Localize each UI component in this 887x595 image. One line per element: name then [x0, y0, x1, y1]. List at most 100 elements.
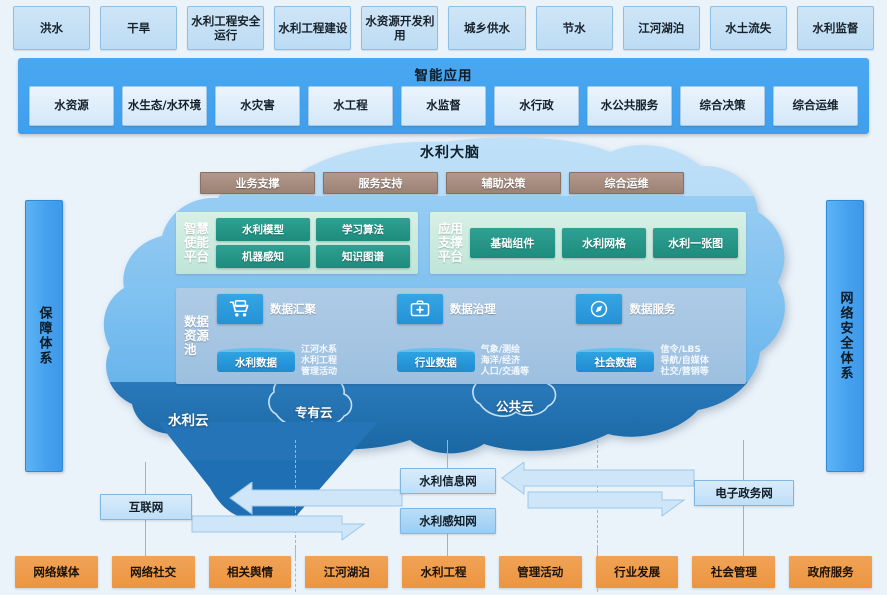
- data-pool-sub-line: 社交/营销等: [660, 367, 709, 378]
- app-support-label-line: 平台: [437, 249, 463, 264]
- app-support-platform-items: 基础组件 水利网格 水利一张图: [470, 228, 739, 258]
- data-pool-sub-list: 江河水系 水利工程 管理活动: [301, 345, 337, 378]
- network-box-water-sensing[interactable]: 水利感知网: [400, 508, 496, 534]
- compass-icon: [576, 294, 623, 324]
- support-chip[interactable]: 综合运维: [569, 172, 684, 194]
- cylinder-label: 水利数据: [235, 356, 278, 369]
- data-cylinder: 社会数据: [576, 348, 655, 375]
- smart-application-items: 水资源 水生态/水环境 水灾害 水工程 水监督 水行政 水公共服务 综合决策 综…: [25, 86, 862, 126]
- app-support-chip[interactable]: 基础组件: [470, 228, 555, 258]
- sidebar-guarantee-label: 保障体系: [36, 306, 52, 366]
- bottom-chip[interactable]: 行业发展: [595, 556, 679, 588]
- data-cylinder: 行业数据: [396, 348, 475, 375]
- enable-platform-label-line: 智慧: [184, 221, 210, 236]
- network-box-internet[interactable]: 互联网: [100, 494, 192, 520]
- support-chip[interactable]: 业务支撑: [200, 172, 315, 194]
- brain-support-bar: 业务支撑 服务支持 辅助决策 综合运维: [196, 172, 688, 194]
- bottom-chip[interactable]: 社会管理: [692, 556, 776, 588]
- enable-platform-chip[interactable]: 水利模型: [216, 218, 310, 241]
- smart-app-chip[interactable]: 水工程: [308, 86, 393, 126]
- data-pool-column-body: 社会数据 信令/LBS 导航/自媒体 社交/营销等: [576, 345, 738, 378]
- private-cloud-label: 专有云: [295, 405, 333, 420]
- smart-application-title: 智能应用: [414, 68, 473, 84]
- app-support-chip[interactable]: 水利网格: [561, 228, 647, 258]
- data-pool-sub-line: 管理活动: [301, 367, 338, 378]
- smart-app-chip[interactable]: 水生态/水环境: [122, 86, 207, 126]
- top-chip[interactable]: 水利工程建设: [274, 6, 352, 50]
- top-chip[interactable]: 节水: [535, 6, 613, 50]
- platform-band: 智慧 使能 平台 水利模型 学习算法 机器感知 知识图谱 应用 支撑 平台 基础…: [176, 212, 746, 274]
- data-pool-label-line: 数据: [184, 314, 210, 329]
- top-chip[interactable]: 水利工程安全运行: [187, 6, 265, 50]
- top-chip[interactable]: 城乡供水: [448, 6, 526, 50]
- bottom-chip[interactable]: 相关舆情: [208, 556, 292, 588]
- arrow-egov-bidirectional: [501, 462, 695, 517]
- data-pool-sub-list: 信令/LBS 导航/自媒体 社交/营销等: [660, 345, 708, 378]
- app-support-label-line: 支撑: [437, 235, 463, 250]
- medical-kit-icon: [396, 294, 443, 324]
- smart-app-chip[interactable]: 水灾害: [215, 86, 300, 126]
- data-pool-sub-list: 气象/测绘 海洋/经济 人口/交通等: [481, 345, 529, 378]
- connector-line-egov-down: [743, 504, 744, 558]
- sidebar-network-security-system[interactable]: 网络安全体系: [826, 200, 864, 472]
- sidebar-guarantee-system[interactable]: 保障体系: [25, 200, 63, 472]
- top-chip[interactable]: 干旱: [100, 6, 178, 50]
- enable-platform-chip[interactable]: 知识图谱: [316, 245, 410, 268]
- top-chip[interactable]: 江河湖泊: [622, 6, 700, 50]
- smart-app-chip[interactable]: 水监督: [401, 86, 486, 126]
- data-pool-column: 数据治理 行业数据 气象/测绘 海洋/经济 人口/交通等: [396, 294, 559, 378]
- connector-line-internet-up: [145, 462, 146, 495]
- smart-app-chip[interactable]: 水资源: [29, 86, 114, 126]
- enable-platform-panel: 智慧 使能 平台 水利模型 学习算法 机器感知 知识图谱: [176, 212, 418, 274]
- arrow-internet-bidirectional: [191, 482, 403, 541]
- enable-platform-label-line: 平台: [184, 249, 210, 264]
- smart-app-chip[interactable]: 水公共服务: [587, 86, 672, 126]
- top-chip[interactable]: 水土流失: [709, 6, 787, 50]
- bottom-chip[interactable]: 水利工程: [402, 556, 485, 588]
- app-support-chip[interactable]: 水利一张图: [653, 228, 739, 258]
- data-pool-sub-line: 气象/测绘: [480, 345, 521, 356]
- app-support-platform-label: 应用 支撑 平台: [438, 222, 463, 264]
- enable-platform-chip[interactable]: 学习算法: [316, 218, 410, 241]
- data-pool-column-head: 数据服务: [576, 294, 738, 324]
- data-cylinder: 水利数据: [217, 348, 296, 375]
- data-pool-top-label: 数据汇聚: [270, 302, 317, 316]
- data-pool-columns: 数据汇聚 水利数据 江河水系 水利工程 管理活动: [217, 294, 738, 378]
- support-chip[interactable]: 服务支持: [323, 172, 438, 194]
- smart-app-chip[interactable]: 综合决策: [680, 86, 765, 126]
- enable-platform-items: 水利模型 学习算法 机器感知 知识图谱: [216, 218, 410, 268]
- top-domain-row: 洪水 干旱 水利工程安全运行 水利工程建设 水资源开发利用 城乡供水 节水 江河…: [8, 6, 879, 50]
- network-box-water-info[interactable]: 水利信息网: [400, 468, 496, 494]
- smart-application-band: 智能应用 水资源 水生态/水环境 水灾害 水工程 水监督 水行政 水公共服务 综…: [18, 58, 869, 134]
- bottom-chip[interactable]: 管理活动: [498, 556, 582, 588]
- bottom-chip[interactable]: 网络社交: [111, 556, 195, 588]
- app-support-label-line: 应用: [437, 221, 463, 236]
- bottom-source-row: 网络媒体 网络社交 相关舆情 江河湖泊 水利工程 管理活动 行业发展 社会管理 …: [8, 556, 879, 588]
- bottom-chip[interactable]: 江河湖泊: [305, 556, 389, 588]
- enable-platform-chip[interactable]: 机器感知: [216, 245, 310, 268]
- connector-line-egov-up: [743, 440, 744, 480]
- data-pool-column-head: 数据汇聚: [217, 294, 379, 324]
- public-cloud-label: 公共云: [496, 399, 534, 414]
- smart-app-chip[interactable]: 综合运维: [773, 86, 858, 126]
- top-chip[interactable]: 水资源开发利用: [361, 6, 439, 50]
- data-pool-sub-line: 水利工程: [301, 356, 338, 367]
- top-chip[interactable]: 水利监督: [796, 6, 874, 50]
- enable-platform-label: 智慧 使能 平台: [184, 222, 209, 264]
- data-pool-top-label: 数据治理: [449, 302, 496, 316]
- enable-platform-label-line: 使能: [184, 235, 210, 250]
- data-pool-column-body: 行业数据 气象/测绘 海洋/经济 人口/交通等: [396, 345, 559, 378]
- support-chip[interactable]: 辅助决策: [446, 172, 561, 194]
- data-pool-label-line: 池: [184, 342, 197, 357]
- bottom-chip[interactable]: 网络媒体: [15, 556, 98, 588]
- cylinder-body: [217, 352, 296, 373]
- bottom-chip[interactable]: 政府服务: [789, 556, 873, 588]
- data-pool-sub-line: 导航/自媒体: [660, 356, 709, 367]
- top-chip[interactable]: 洪水: [13, 6, 91, 50]
- cloud-layer-label: 水利云: [168, 413, 209, 429]
- data-pool-top-label: 数据服务: [629, 302, 676, 316]
- shopping-cart-icon: [217, 294, 264, 324]
- smart-app-chip[interactable]: 水行政: [494, 86, 579, 126]
- network-box-egov[interactable]: 电子政务网: [694, 480, 794, 506]
